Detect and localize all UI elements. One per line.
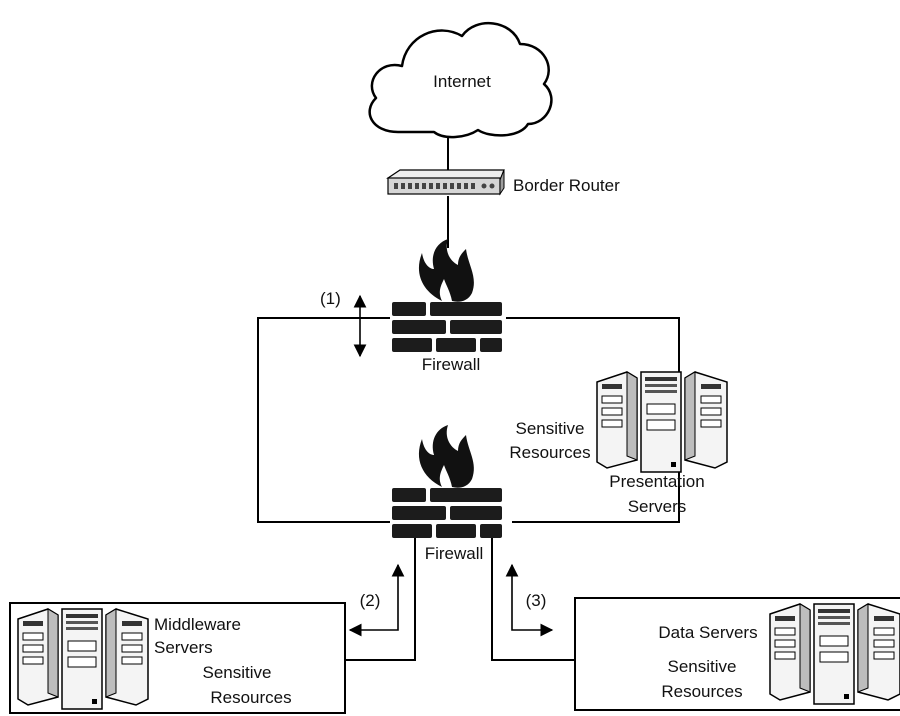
firewall-icon <box>392 239 502 352</box>
server-rack-icon <box>596 371 728 473</box>
cloud-icon <box>368 22 553 139</box>
arrow-3 <box>505 563 554 637</box>
server-rack-icon <box>769 603 900 705</box>
dmz-boundary-left <box>257 317 390 523</box>
presentation-sensitive-line1: Sensitive <box>516 419 585 438</box>
middleware-servers-line1: Middleware <box>154 615 241 634</box>
firewall-icon <box>392 425 502 538</box>
presentation-servers-line1: Presentation <box>609 472 704 491</box>
router-icon <box>386 169 505 196</box>
data-sensitive-line1: Sensitive <box>668 657 737 676</box>
arrow-2 <box>348 563 405 637</box>
presentation-servers-line2: Servers <box>628 497 687 516</box>
presentation-sensitive-line2: Resources <box>509 443 590 462</box>
outer-firewall-label: Firewall <box>422 355 481 374</box>
line-firewall-data <box>491 538 575 661</box>
middleware-sensitive-line2: Resources <box>210 688 291 707</box>
marker-1: (1) <box>320 289 341 308</box>
marker-2: (2) <box>360 591 381 610</box>
middleware-servers-line2: Servers <box>154 638 213 657</box>
data-sensitive-line2: Resources <box>661 682 742 701</box>
marker-3: (3) <box>526 591 547 610</box>
middleware-sensitive-line1: Sensitive <box>203 663 272 682</box>
internet-label: Internet <box>433 72 491 91</box>
border-router-label: Border Router <box>513 176 620 195</box>
line-firewall-middleware <box>345 538 416 661</box>
data-servers-label: Data Servers <box>658 623 757 642</box>
server-rack-icon <box>17 608 149 710</box>
inner-firewall-label: Firewall <box>425 544 484 563</box>
